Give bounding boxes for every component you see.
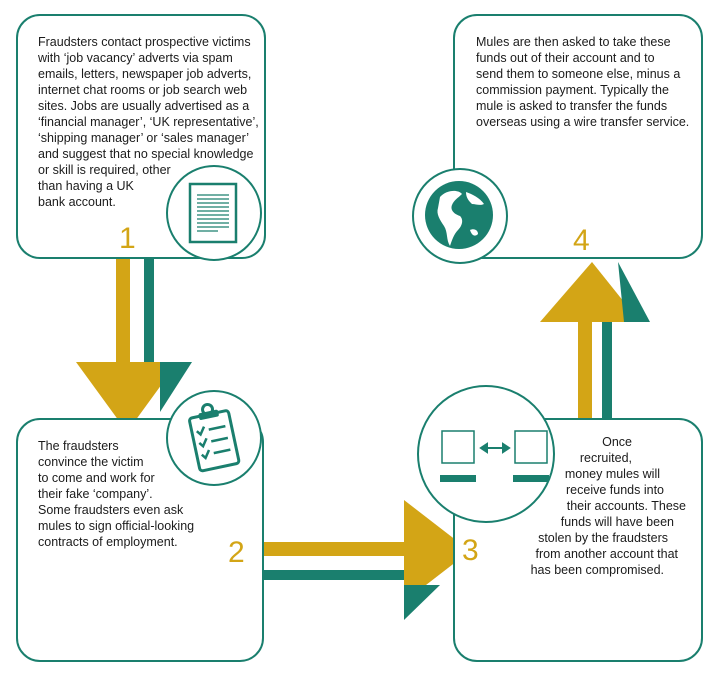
document-icon bbox=[188, 182, 238, 244]
step-3-number: 3 bbox=[462, 534, 479, 567]
step-3-icon-circle bbox=[417, 385, 555, 523]
arrow-step2-to-step3 bbox=[262, 500, 470, 620]
globe-icon bbox=[425, 181, 493, 249]
step-4-icon-circle bbox=[412, 168, 508, 264]
step-2-number: 2 bbox=[228, 536, 245, 569]
clipboard-checklist-icon bbox=[188, 402, 241, 473]
step-3-text: Once recruited, money mules will receive… bbox=[530, 435, 686, 577]
transfer-computers-icon bbox=[440, 430, 549, 482]
arrow-step1-to-step2 bbox=[76, 240, 192, 432]
step-4-number: 4 bbox=[573, 224, 590, 257]
step-1-icon-circle bbox=[166, 165, 262, 261]
step-2-icon-circle bbox=[166, 390, 262, 486]
step-1-number: 1 bbox=[119, 222, 136, 255]
arrow-step3-to-step4 bbox=[540, 262, 650, 420]
